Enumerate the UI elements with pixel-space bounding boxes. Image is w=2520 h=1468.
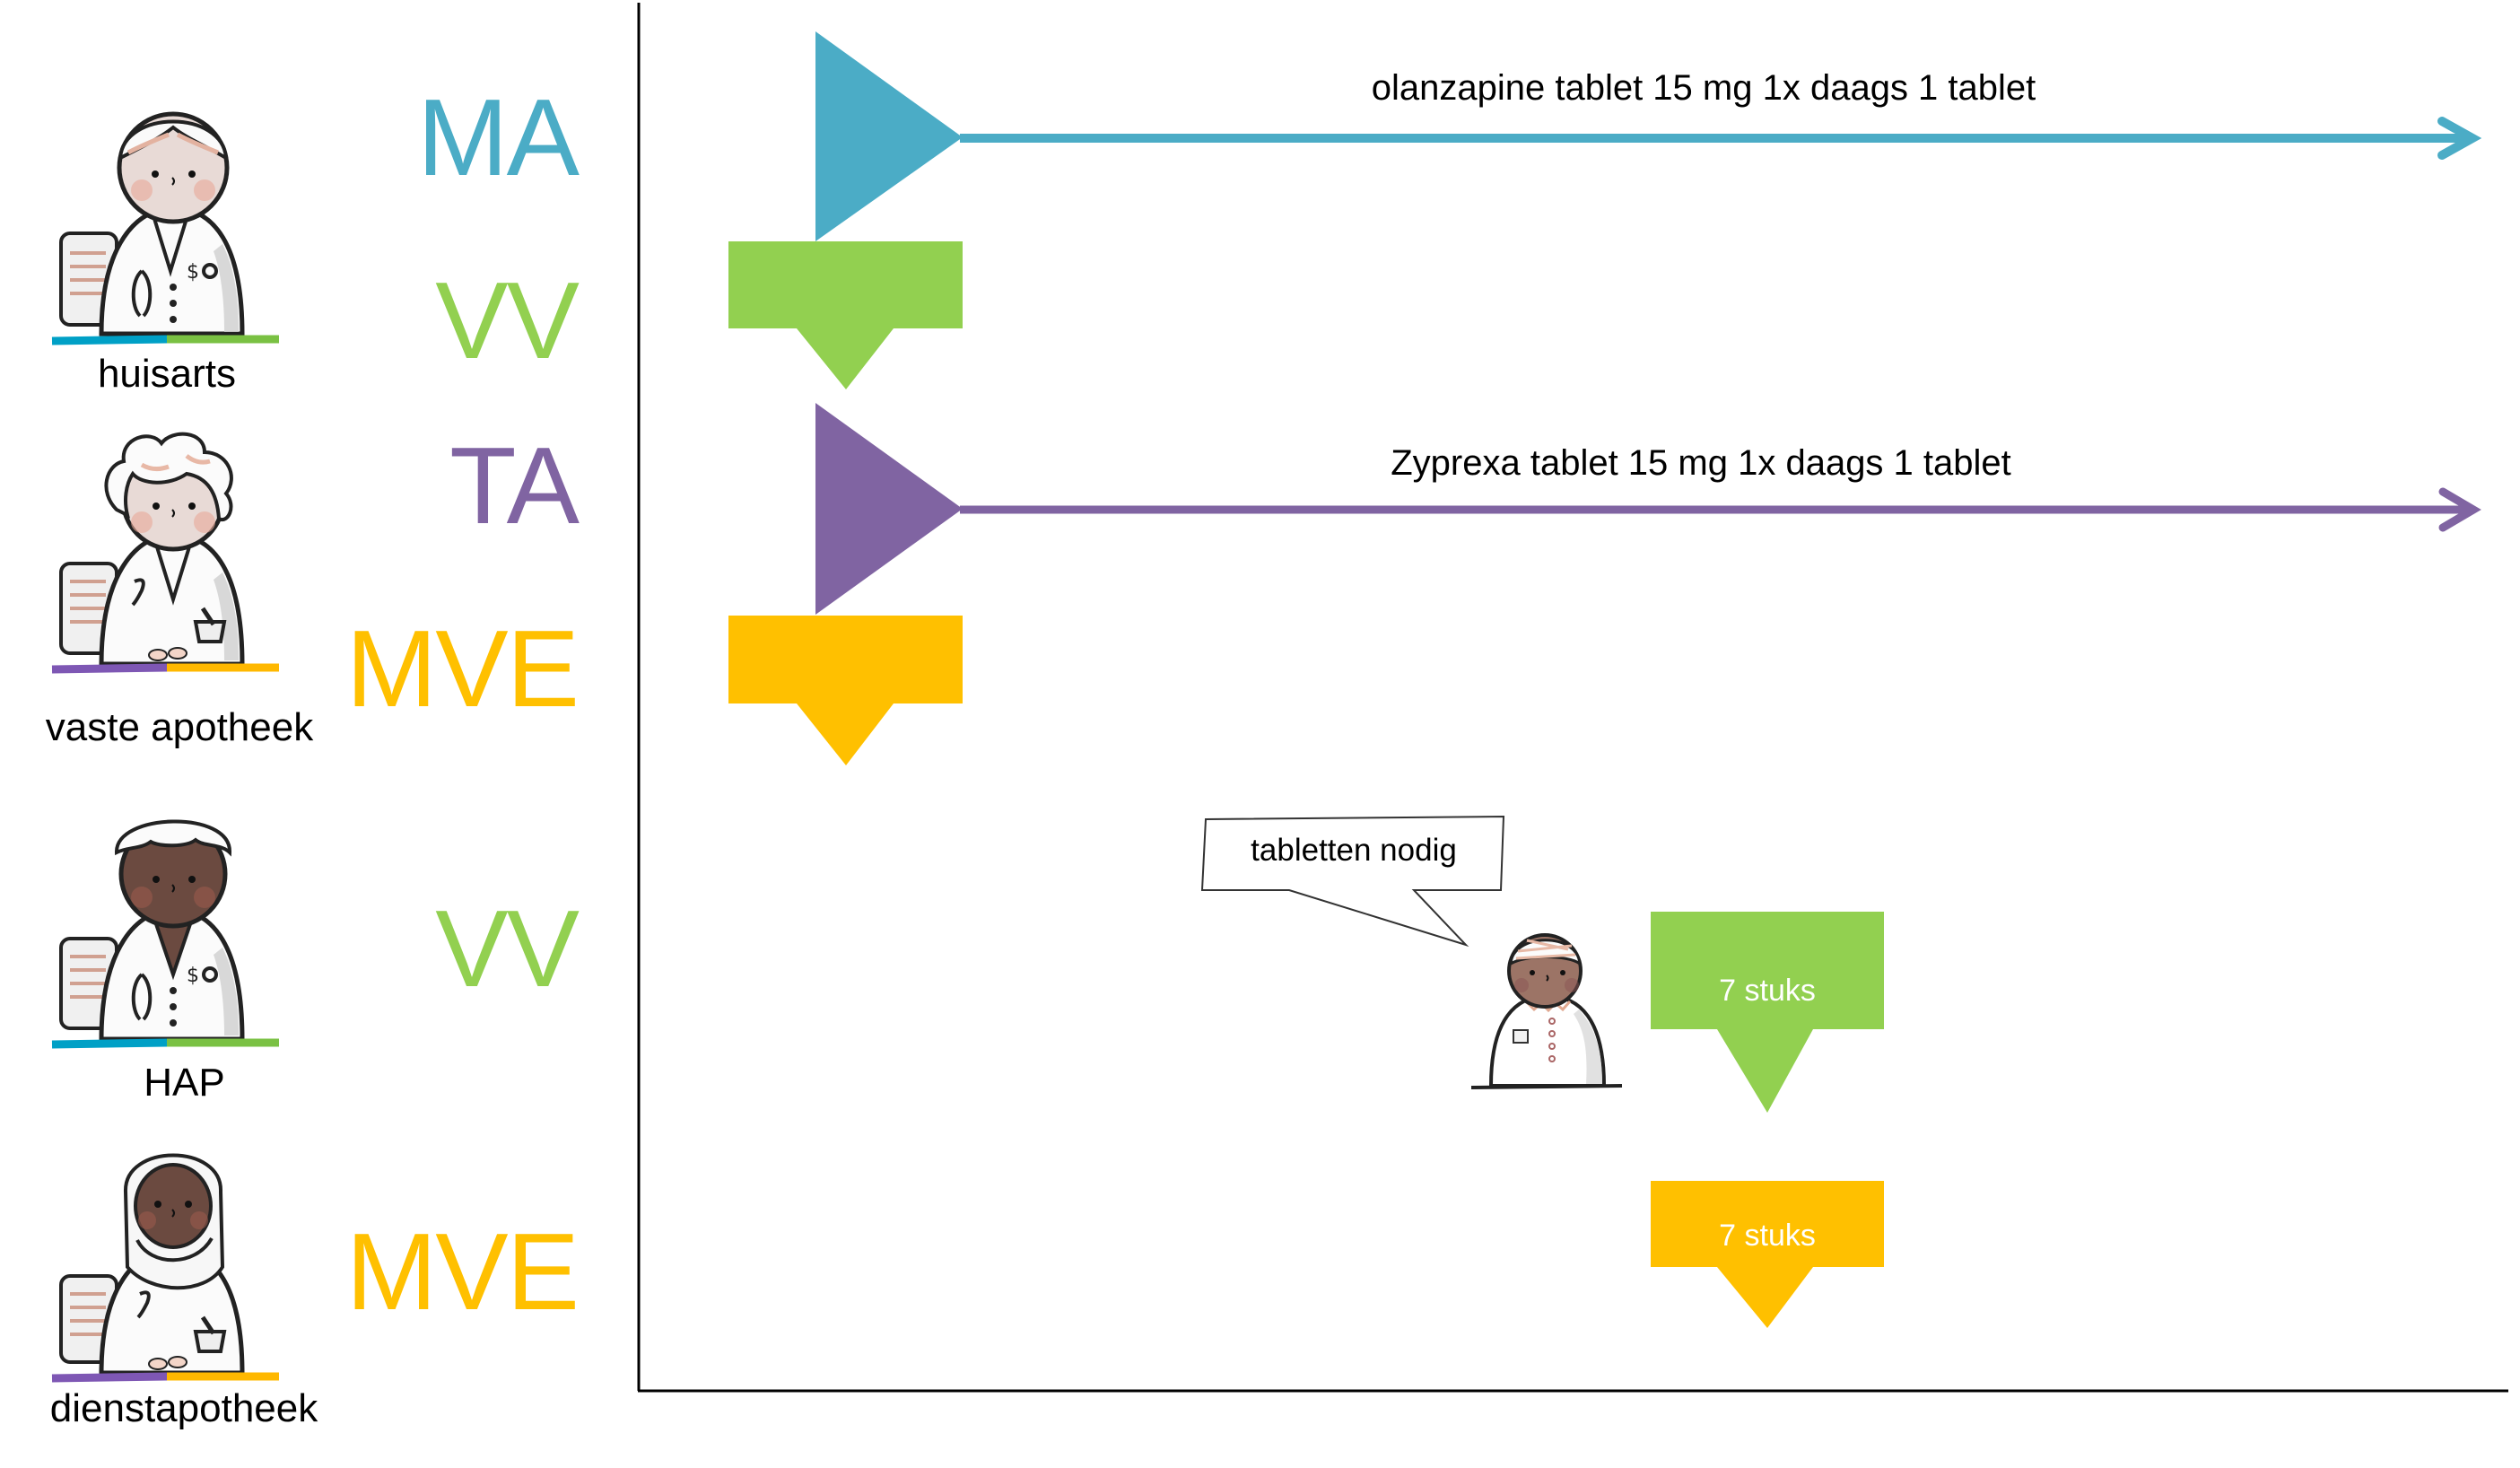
desk-bar-left	[51, 335, 168, 345]
prescription-text-ma: olanzapine tablet 15 mg 1x daags 1 table…	[1371, 68, 2036, 108]
role-label-mve-vaste-apotheek: MVE	[345, 607, 580, 730]
doctor-icon: $	[51, 111, 279, 345]
actor-label-vaste-apotheek: vaste apotheek	[45, 705, 314, 749]
speech-bubble-shape	[1200, 815, 1505, 948]
vv-huisarts-dispense-marker	[728, 241, 963, 389]
quantity-label-mve-dienstapotheek: 7 stuks	[1719, 1219, 1816, 1253]
role-label-ta: TA	[449, 424, 580, 546]
mve-vaste-apotheek-dispense-marker	[728, 616, 963, 765]
ma-prescription-arrow	[815, 31, 2482, 241]
actor-label-hap: HAP	[144, 1061, 225, 1105]
quantity-label-vv-hap: 7 stuks	[1719, 974, 1816, 1008]
prescription-text-ta: Zyprexa tablet 15 mg 1x daags 1 tablet	[1391, 443, 2011, 483]
role-label-vv-huisarts: VV	[435, 259, 580, 381]
patient-icon	[1470, 933, 1623, 1089]
ma-start-triangle	[815, 31, 963, 241]
actor-label-huisarts: huisarts	[97, 352, 237, 396]
pharmacist-icon	[51, 432, 279, 674]
ta-arrow-head	[2438, 487, 2481, 532]
mve-dienstapotheek-dispense-marker	[1651, 1181, 1884, 1328]
svg-text:$: $	[187, 261, 199, 284]
role-label-mve-dienstapotheek: MVE	[345, 1210, 580, 1333]
svg-text:$: $	[187, 965, 199, 987]
pharmacist-hijab-icon	[51, 1153, 279, 1383]
speech-bubble	[1200, 815, 1505, 948]
ta-start-triangle	[815, 403, 963, 615]
role-label-ma: MA	[417, 76, 580, 198]
vv-hap-dispense-marker	[1651, 912, 1884, 1113]
actor-label-dienstapotheek: dienstapotheek	[49, 1386, 318, 1430]
ma-arrow-head	[2437, 117, 2482, 160]
role-label-vv-hap: VV	[435, 887, 580, 1009]
ta-prescription-arrow	[815, 403, 2481, 615]
speech-bubble-text: tabletten nodig	[1251, 833, 1457, 868]
doctor-icon: $	[51, 819, 279, 1049]
